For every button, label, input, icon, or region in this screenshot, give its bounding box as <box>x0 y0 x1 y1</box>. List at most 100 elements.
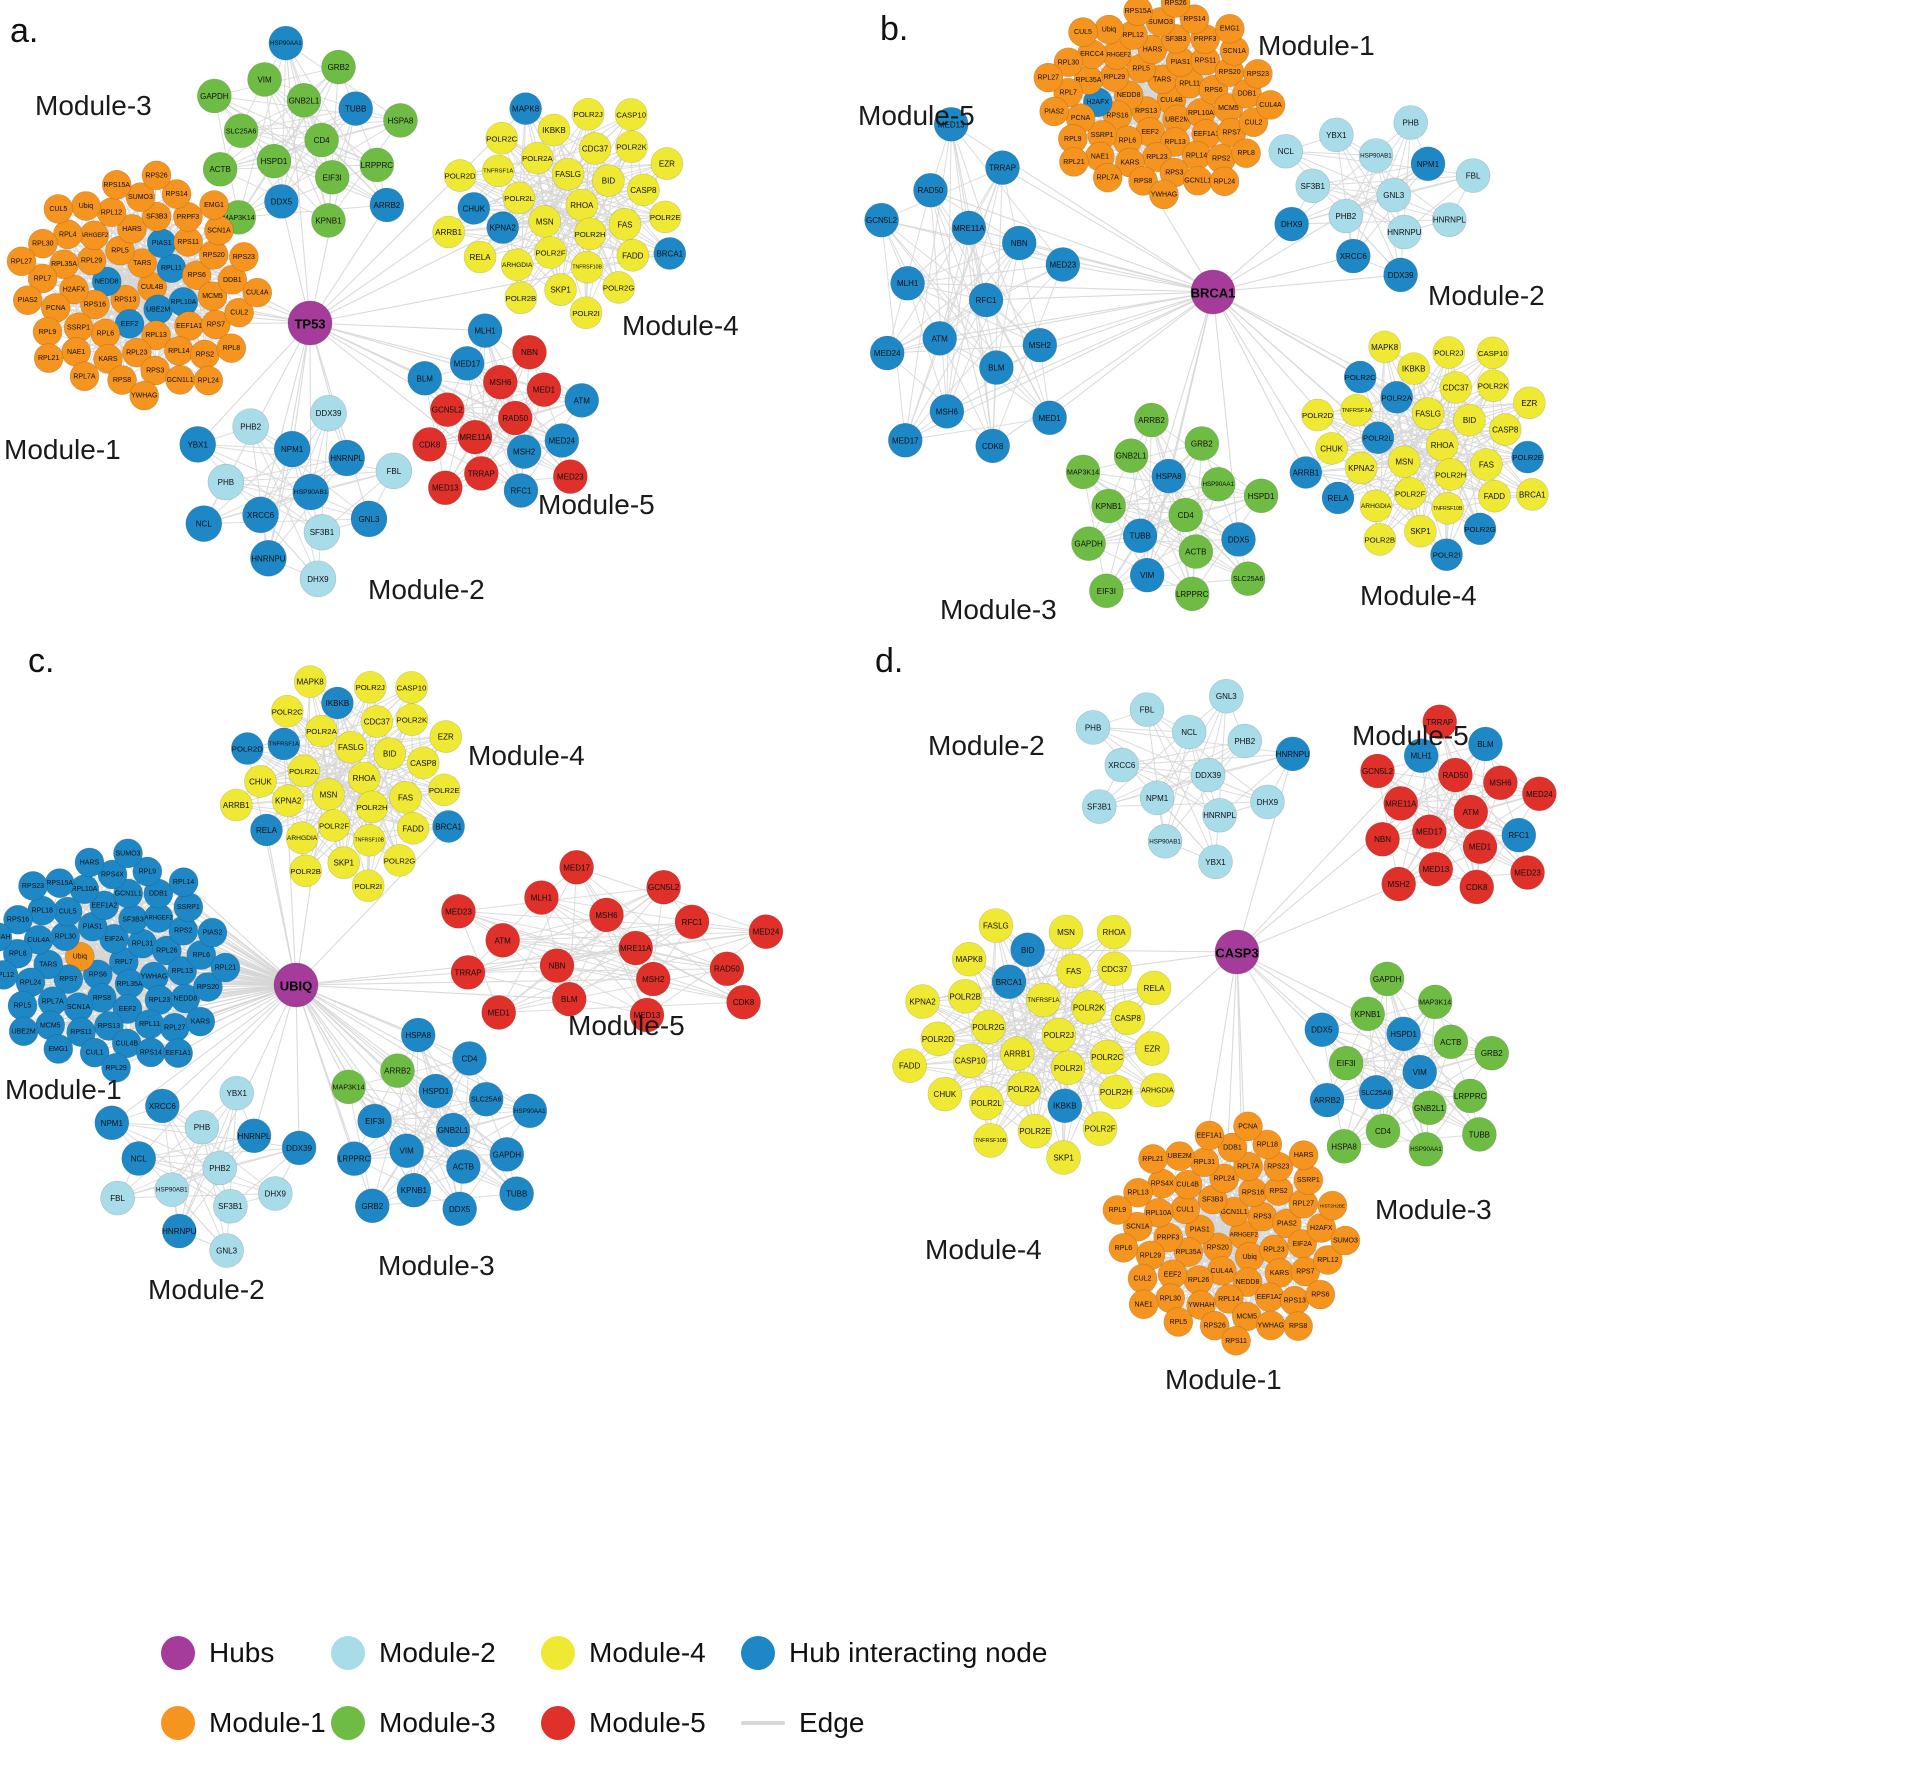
node-POLR2E: POLR2E <box>1511 440 1544 474</box>
svg-text:TNFRSF10B: TNFRSF10B <box>572 265 602 271</box>
svg-text:HNRNPL: HNRNPL <box>1203 811 1236 820</box>
node-MAPK8: MAPK8 <box>1368 330 1401 364</box>
svg-text:VIM: VIM <box>400 1147 415 1156</box>
svg-text:RPL6: RPL6 <box>193 952 211 959</box>
svg-text:YWHAG: YWHAG <box>131 393 157 400</box>
node-SLC25A6: SLC25A6 <box>468 1081 504 1117</box>
svg-text:RPL29: RPL29 <box>81 258 103 265</box>
node-CDK8: CDK8 <box>975 428 1010 464</box>
svg-text:CD4: CD4 <box>461 1054 478 1063</box>
svg-text:HIST2H2BE: HIST2H2BE <box>1320 1204 1345 1209</box>
svg-text:NEDD8: NEDD8 <box>173 996 197 1003</box>
svg-text:HARS: HARS <box>1143 46 1163 53</box>
node-HSPA8: HSPA8 <box>383 103 418 138</box>
svg-text:CASP10: CASP10 <box>1478 349 1508 358</box>
svg-text:NBN: NBN <box>521 348 538 357</box>
svg-text:POLR2E: POLR2E <box>1019 1127 1051 1136</box>
node-UBE2M: UBE2M <box>8 1016 39 1047</box>
svg-text:KARS: KARS <box>1270 1270 1289 1277</box>
svg-text:PIAS2: PIAS2 <box>1044 108 1064 115</box>
node-CD4: CD4 <box>304 122 339 158</box>
node-POLR2J: POLR2J <box>353 670 387 704</box>
node-PRPF3: PRPF3 <box>173 202 203 232</box>
node-SKP1: SKP1 <box>327 846 361 879</box>
svg-text:SLC25A6: SLC25A6 <box>1233 575 1264 583</box>
svg-text:NEDD8: NEDD8 <box>1236 1279 1260 1286</box>
node-CASP10: CASP10 <box>952 1043 988 1079</box>
svg-text:RAD50: RAD50 <box>502 414 528 423</box>
node-BRCA1: BRCA1 <box>1516 478 1549 511</box>
node-POLR2I: POLR2I <box>1050 1050 1086 1086</box>
node-RPL6: RPL6 <box>90 318 121 349</box>
svg-text:BRCA1: BRCA1 <box>1519 490 1546 499</box>
node-POLR2B: POLR2B <box>289 854 322 888</box>
svg-text:RPL27: RPL27 <box>1293 1201 1315 1208</box>
svg-text:MED23: MED23 <box>445 907 472 916</box>
node-GCN1L1: GCN1L1 <box>1183 165 1213 196</box>
svg-text:CDC37: CDC37 <box>1443 384 1470 393</box>
node-GNL3: GNL3 <box>350 500 388 538</box>
svg-text:RPS20: RPS20 <box>197 984 219 991</box>
svg-text:ARHGDIA: ARHGDIA <box>287 835 318 842</box>
node-POLR2J: POLR2J <box>1432 336 1466 369</box>
panel-b: CUL4BRPS13TARSUBE2MNEDD8RPL11EEF2RPL5RPL… <box>858 0 1549 625</box>
svg-text:TUBB: TUBB <box>345 105 366 114</box>
svg-text:GAPDH: GAPDH <box>493 1150 522 1159</box>
svg-text:HSPD1: HSPD1 <box>261 157 288 166</box>
node-POLR2I: POLR2I <box>351 869 385 903</box>
svg-text:TUBB: TUBB <box>506 1190 527 1199</box>
node-CHUK: CHUK <box>244 765 277 798</box>
svg-text:RPL7A: RPL7A <box>1097 175 1120 182</box>
node-SCN1A: SCN1A <box>1219 36 1250 66</box>
svg-text:PHB2: PHB2 <box>1234 737 1255 746</box>
node-HNRNPL: HNRNPL <box>328 439 366 477</box>
svg-text:RPL13: RPL13 <box>1127 1190 1149 1197</box>
node-RPS13: RPS13 <box>94 1011 124 1041</box>
node-DHX9: DHX9 <box>1274 206 1309 242</box>
svg-text:RPS16: RPS16 <box>84 302 106 309</box>
svg-text:SSRP1: SSRP1 <box>67 324 90 331</box>
node-YWHAG: YWHAG <box>129 380 160 411</box>
node-EIF3I: EIF3I <box>357 1103 392 1139</box>
svg-text:RPL35A: RPL35A <box>117 981 143 988</box>
svg-text:FADD: FADD <box>1484 492 1506 501</box>
node-CD4: CD4 <box>1365 1113 1401 1149</box>
node-CDC37: CDC37 <box>1439 371 1473 404</box>
node-RPL27: RPL27 <box>159 1012 190 1043</box>
node-DDX39: DDX39 <box>281 1130 317 1166</box>
svg-text:FAS: FAS <box>398 793 413 802</box>
svg-text:EMG1: EMG1 <box>1220 26 1240 33</box>
svg-text:H2AFX: H2AFX <box>63 287 86 294</box>
svg-text:PCNA: PCNA <box>46 305 66 312</box>
svg-text:ARHGDIA: ARHGDIA <box>502 262 533 269</box>
svg-text:RPS20: RPS20 <box>203 252 225 259</box>
svg-text:EEF1A2: EEF1A2 <box>91 902 117 909</box>
panel-letter-d: d. <box>875 642 903 680</box>
svg-text:BID: BID <box>602 177 616 186</box>
node-RPL5: RPL5 <box>7 990 38 1021</box>
node-NCL: NCL <box>185 505 223 542</box>
svg-text:DHX9: DHX9 <box>1281 220 1303 229</box>
svg-text:EEF1A1: EEF1A1 <box>1197 1132 1223 1139</box>
node-CDK8: CDK8 <box>412 427 447 462</box>
svg-text:GNB2L1: GNB2L1 <box>1116 452 1147 461</box>
svg-text:RPS3: RPS3 <box>1253 1214 1271 1221</box>
svg-text:HARS: HARS <box>122 226 142 233</box>
svg-text:TARS: TARS <box>133 260 151 267</box>
svg-text:RPS14: RPS14 <box>1183 16 1205 23</box>
svg-text:MED17: MED17 <box>563 863 590 872</box>
node-POLR2J: POLR2J <box>571 97 605 131</box>
node-POLR2I: POLR2I <box>1430 538 1463 572</box>
svg-text:HSPA8: HSPA8 <box>1331 1142 1357 1151</box>
svg-text:GRB2: GRB2 <box>1191 439 1213 448</box>
node-RPS16: RPS16 <box>80 289 110 320</box>
svg-text:RPL21: RPL21 <box>1063 159 1085 166</box>
node-PHB2: PHB2 <box>232 408 269 445</box>
svg-text:RPS15A: RPS15A <box>46 880 73 887</box>
svg-text:PRPF3: PRPF3 <box>1157 1235 1180 1242</box>
svg-text:RPL27: RPL27 <box>164 1025 186 1032</box>
node-FBL: FBL <box>100 1180 135 1216</box>
node-EZR: EZR <box>429 720 463 753</box>
node-RPL8: RPL8 <box>1231 138 1261 168</box>
